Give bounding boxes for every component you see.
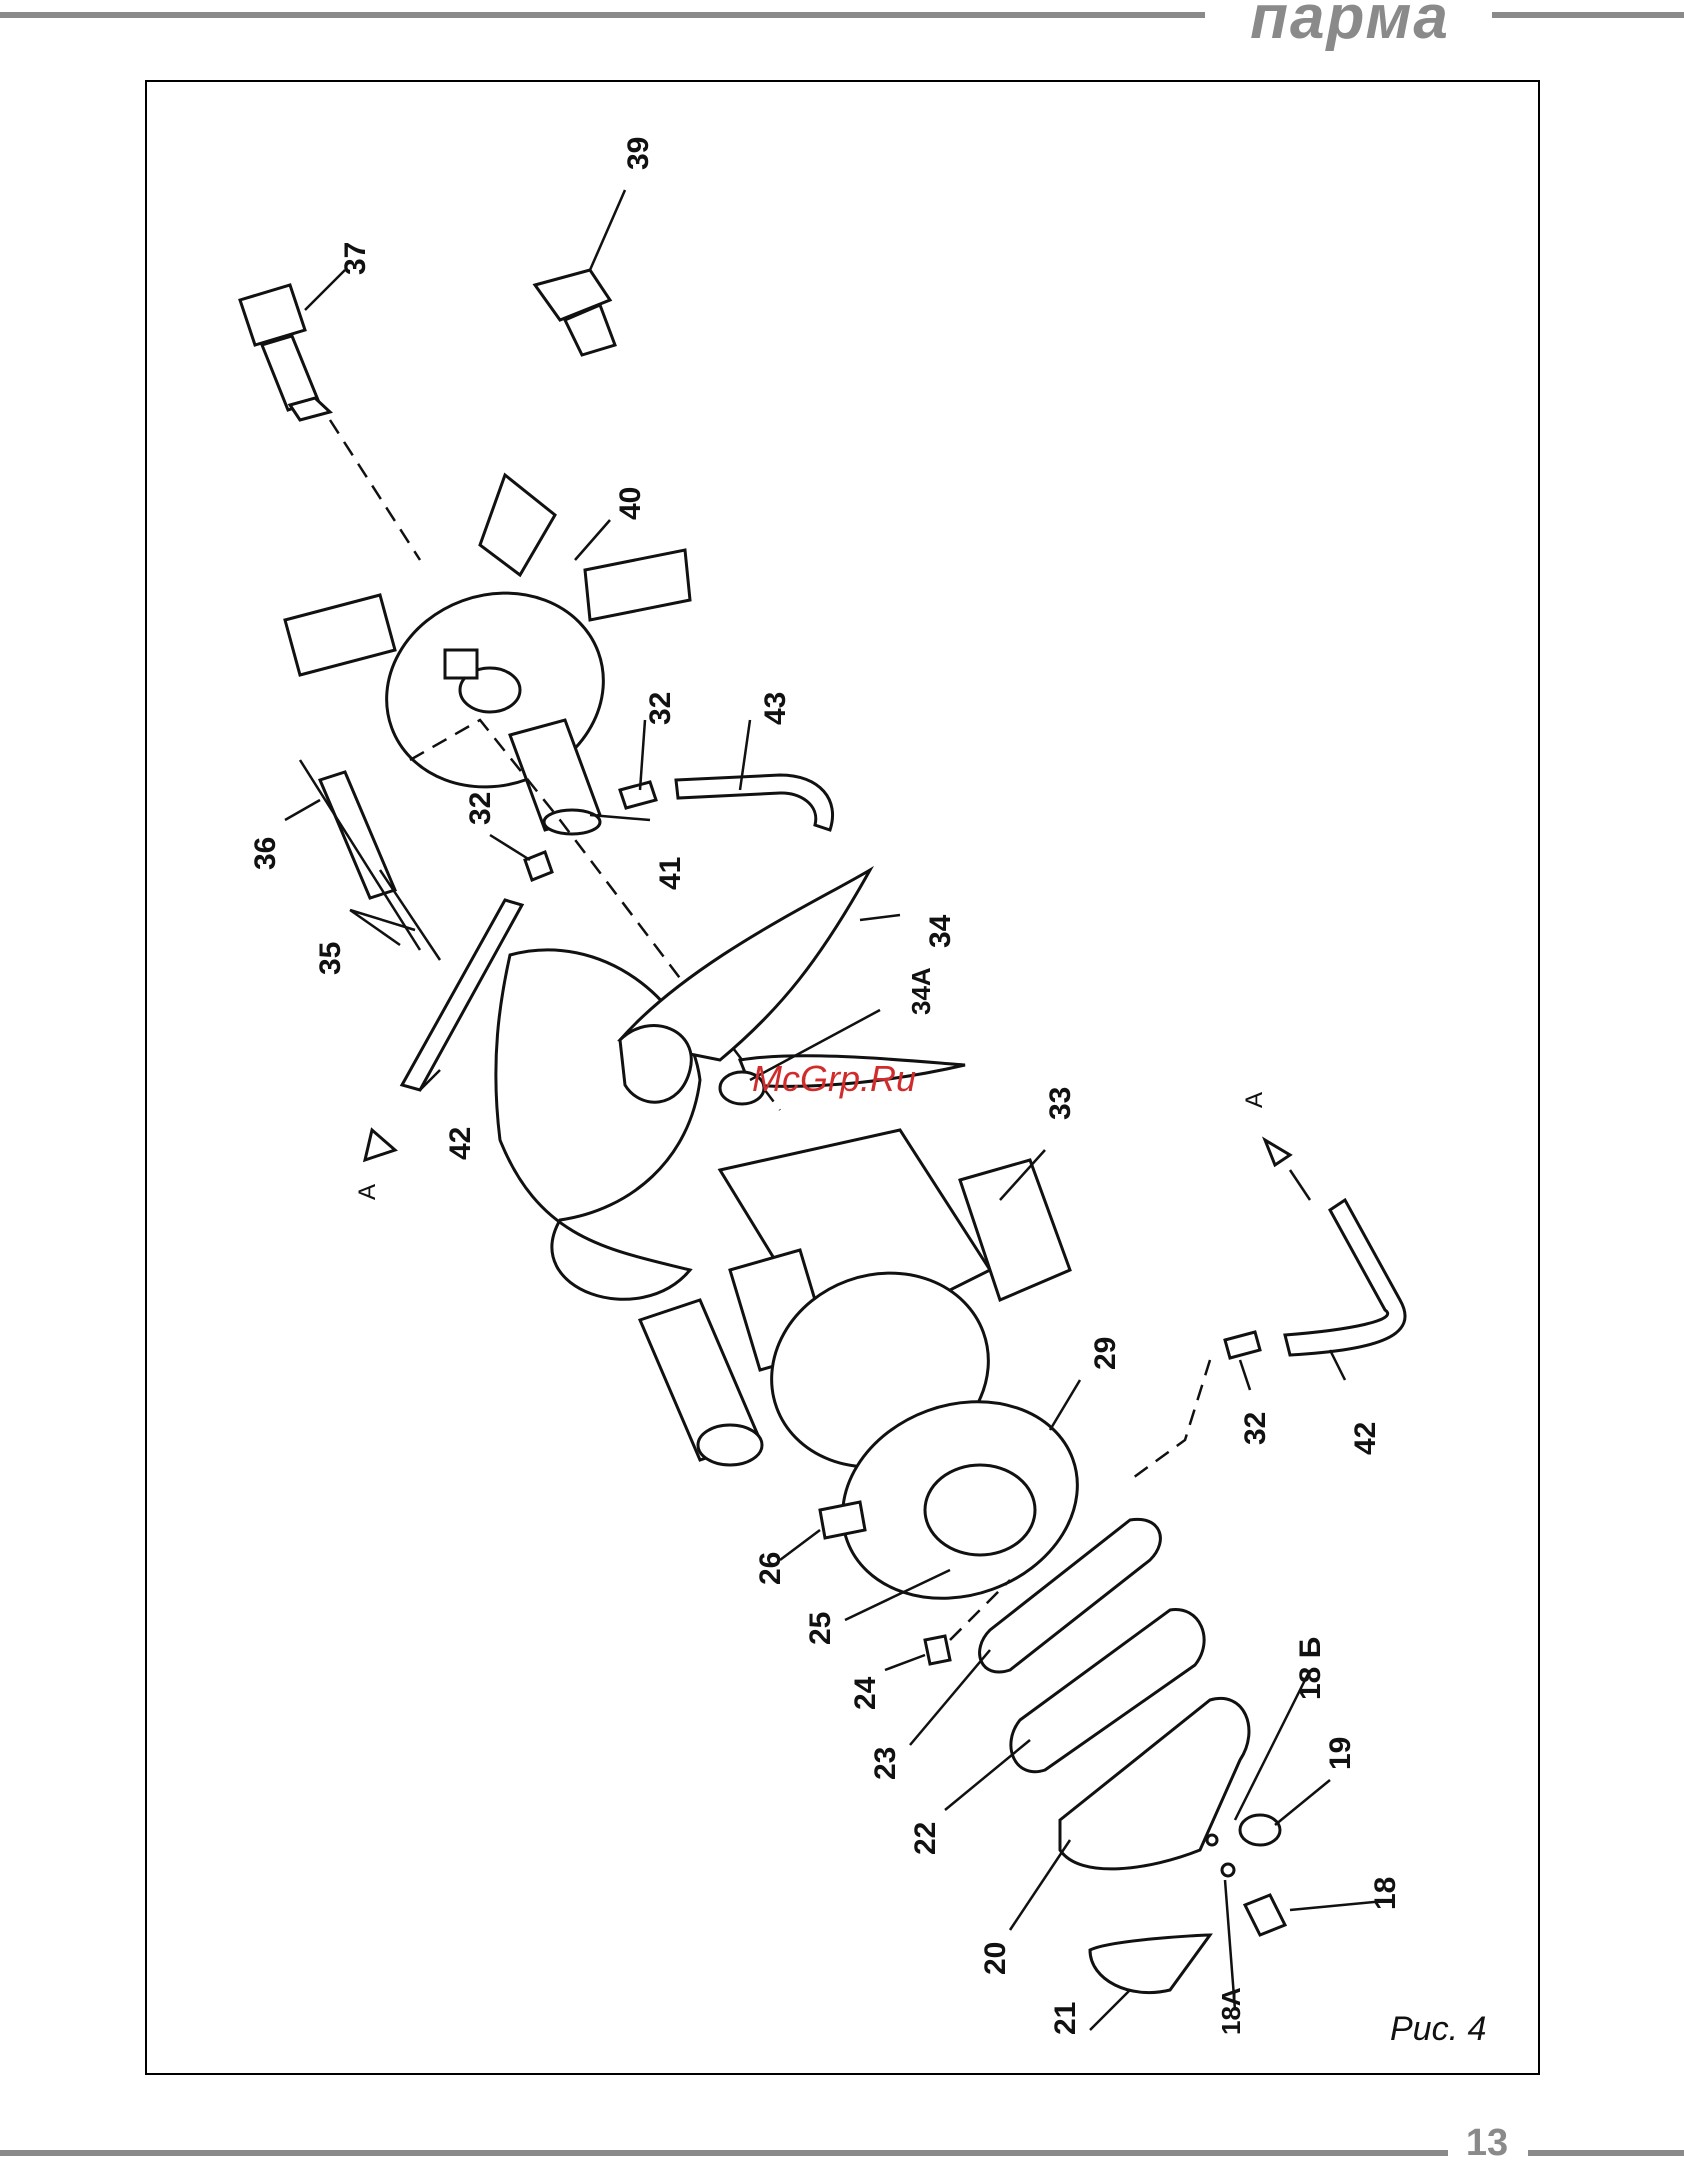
figure-caption: Рис. 4 (1390, 2010, 1486, 2049)
part-39-thermostat (535, 270, 615, 355)
label-36: 36 (249, 837, 282, 870)
part-40-housing (285, 475, 690, 817)
label-43: 43 (759, 692, 792, 725)
part-32-43-fitting-hose (620, 775, 833, 830)
label-A-left: А (354, 1184, 381, 1200)
part-18-screw (1245, 1895, 1285, 1935)
label-18: 18 (1369, 1877, 1402, 1910)
label-37: 37 (339, 242, 372, 275)
label-22: 22 (909, 1822, 942, 1855)
label-40: 40 (614, 487, 647, 520)
axis-line-32-lower (1130, 1360, 1210, 1480)
label-23: 23 (869, 1747, 902, 1780)
part-36-electrode (300, 760, 440, 960)
label-26: 26 (754, 1552, 787, 1585)
part-18B (1207, 1835, 1217, 1845)
label-19: 19 (1324, 1737, 1357, 1770)
label-32-a: 32 (644, 692, 677, 725)
watermark: McGrp.Ru (752, 1058, 916, 1100)
label-32-b: 32 (464, 792, 497, 825)
leader-35 (350, 910, 415, 945)
part-26-key (820, 1502, 865, 1538)
part-19-knob (1240, 1815, 1280, 1845)
label-18A: 18А (1216, 1987, 1246, 2035)
part-37-nozzle (240, 285, 330, 420)
label-33: 33 (1044, 1087, 1077, 1120)
label-39: 39 (622, 137, 655, 170)
label-25: 25 (804, 1612, 837, 1645)
label-29: 29 (1089, 1337, 1122, 1370)
part-21 (1090, 1935, 1210, 1993)
part-32-42-lower (1225, 1140, 1405, 1358)
label-35: 35 (314, 942, 347, 975)
label-20: 20 (979, 1942, 1012, 1975)
part-24 (925, 1636, 950, 1664)
part-18A (1222, 1864, 1234, 1876)
label-A-right: А (1241, 1092, 1268, 1108)
label-24: 24 (849, 1676, 882, 1710)
axis-line-37 (330, 420, 420, 560)
label-18B: 18 Б (1294, 1637, 1327, 1700)
label-21: 21 (1049, 2002, 1082, 2035)
label-42-b: 42 (1349, 1422, 1382, 1455)
label-42-a: 42 (444, 1127, 477, 1160)
label-34: 34 (924, 914, 957, 948)
label-34A: 34А (906, 967, 936, 1015)
label-41: 41 (654, 857, 687, 890)
label-32-c: 32 (1239, 1412, 1272, 1445)
